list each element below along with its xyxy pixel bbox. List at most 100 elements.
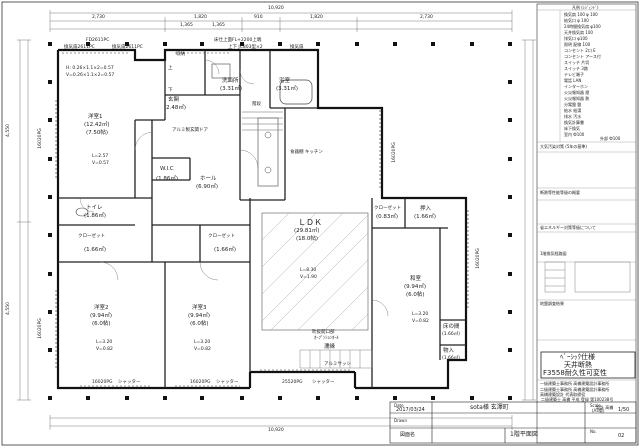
note-vent-spec1: H: 0.26×1.1×2=0.57 <box>66 66 114 71</box>
closet3-area: (0.83㎡) <box>376 214 399 220</box>
room3-L: L=3.20 <box>194 340 211 345</box>
project-name: sota様 玄澤町 <box>470 404 509 411</box>
window-label: アルミサッシ <box>324 362 351 367</box>
scale-paper: (A3版) <box>592 408 605 413</box>
note-window: FD2611PC <box>86 38 110 43</box>
wic-area: (1.86㎡) <box>156 176 179 182</box>
legend-row-3: 24時間換気扇 φ100 <box>564 24 601 29</box>
closet3-name: クローゼット <box>374 206 401 211</box>
drawing-title: 1階平面図 <box>510 431 538 438</box>
office-line4: 二級建築士 高橋 平成 登録 第100238号 <box>541 397 614 402</box>
hall-area: (6.90㎡) <box>196 184 219 190</box>
sash-bottom1: 25520PG <box>282 380 303 385</box>
tokonoma-name: 床の間 <box>443 324 460 330</box>
oshiire-name: 押入 <box>420 206 432 212</box>
bath-area: (3.31㎡) <box>276 86 299 92</box>
date-label: Date <box>394 403 404 408</box>
stair-note: 階段 <box>252 102 261 107</box>
dim-top-sub1: 1,365 <box>180 23 193 28</box>
ldk-V: V=1.90 <box>300 275 317 280</box>
note-fan: 換気扇 <box>290 45 304 50</box>
entrance-name: 玄関 <box>168 97 180 103</box>
legend-row-6: 照明 配線 100 <box>564 42 591 47</box>
dim-left-lower: 4,550 <box>5 302 11 315</box>
closet2-name: クローゼット <box>208 234 235 239</box>
legend-row-19: 換気計算書 <box>564 120 584 125</box>
engawa-name: 濡縁 <box>324 344 336 350</box>
room3-area: (9.94㎡) <box>188 313 211 319</box>
washitsu-area: (9.94㎡) <box>404 284 427 290</box>
room2-area: (9.94㎡) <box>90 313 113 319</box>
washitsu-V: V=0.82 <box>412 319 429 324</box>
note-vent1: 換気扇2611PC <box>64 45 95 50</box>
legend-row-16: 分電盤 盤 <box>564 102 582 107</box>
storage-area: (1.66㎡) <box>442 356 461 361</box>
note-store: 収納 <box>176 52 185 57</box>
closet2-area: (1.66㎡) <box>214 247 237 253</box>
stamp-line2: 天井断熱 <box>564 361 592 369</box>
sash-bottom2: 16020PG <box>92 380 113 385</box>
room1-V: V=0.57 <box>92 161 109 166</box>
sash-bottom3: 16020PG <box>190 380 211 385</box>
ldk-tatami: (18.0帖) <box>296 236 319 242</box>
legend-row-5: 排気口 φ100 <box>564 36 588 41</box>
stamp-line3: F3558耐久性可変性 <box>543 369 607 377</box>
scale-label: Scale <box>590 403 601 408</box>
toilet-area: (1.86㎡) <box>84 213 107 219</box>
toilet-name: トイレ <box>86 205 103 211</box>
sash-left1: 16020PG <box>37 128 43 149</box>
door-note: アルミ製玄関ドア <box>172 128 208 133</box>
date-value: 2017/03/24 <box>396 407 425 413</box>
drawn-label: Drawn <box>394 418 407 423</box>
room1-name: 洋室1 <box>88 114 103 120</box>
legend-row-20: 床下換気 <box>564 126 580 131</box>
bath-name: 浴室 <box>279 78 291 84</box>
room2-L: L=3.20 <box>96 340 113 345</box>
dim-left-upper: 4,550 <box>5 124 11 137</box>
legend-row-12: 電話 LAN <box>564 78 582 83</box>
storage-name: 物入 <box>443 348 455 354</box>
room2-V: V=0.82 <box>96 347 113 352</box>
room3-V: V=0.82 <box>194 347 211 352</box>
room1-L: L=2.57 <box>92 154 109 159</box>
room2-tatami: (6.0帖) <box>92 321 111 327</box>
closet1-area: (1.66㎡) <box>84 247 107 253</box>
legend-row-8: コンセント アース付 <box>564 54 601 59</box>
washitsu-tatami: (6.0帖) <box>406 292 425 298</box>
closet1-name: クローゼット <box>78 234 105 239</box>
sheet-value: 02 <box>618 433 625 439</box>
dim-overall-bottom: 10,920 <box>268 428 284 433</box>
sheet-label: No. <box>590 429 597 434</box>
office-line3: 高橋建築設計 代表取締役 <box>540 392 586 397</box>
room1-tatami: (7.50帖) <box>86 130 109 136</box>
legend-row-18: 排水 汚水 <box>564 114 582 119</box>
kitchen-note: 食器棚 キッチン <box>290 150 323 155</box>
note-vent-spec2: V=0.26×1.1×2=0.57 <box>66 73 115 78</box>
legend-row-10: スイッチ 3路 <box>564 66 588 71</box>
stamp-line1: ﾍﾞｰｼｯｸ仕様 <box>560 353 595 361</box>
office-line1: 一級建築士事務所 高橋建築設計事務所 <box>540 381 610 386</box>
sash-right2: 16020PG <box>391 142 397 163</box>
ldk-L: L=8.30 <box>300 268 317 273</box>
legend-row-9: スイッチ 片切 <box>564 60 590 65</box>
note-vent2: 換気扇2611PC <box>112 45 143 50</box>
title-label: 図面名 <box>400 432 416 438</box>
room2-name: 洋室2 <box>94 305 109 311</box>
oshiire-area: (1.66㎡) <box>414 214 437 220</box>
legend-section-5: 地盤調査結果 <box>540 301 564 306</box>
legend-row-15: 火災報知器 熱 <box>564 96 590 101</box>
dim-top-sub2: 1,365 <box>212 23 225 28</box>
tokonoma-area: (1.66㎡) <box>442 332 461 337</box>
legend-row-0: 凡例 (ﾚｼﾞｪﾝﾄﾞ) <box>572 5 599 10</box>
sash-right1: 16020PG <box>475 248 481 269</box>
note-down: 下 <box>168 88 173 93</box>
ldk-name: ＬＤＫ <box>298 218 322 227</box>
hall-name: ホール <box>200 176 217 182</box>
room3-tatami: (6.0帖) <box>190 321 209 327</box>
note-ceiling: 床仕上面FL+2200上端 <box>214 38 262 43</box>
legend-row-2: 給気口 φ 100 <box>564 18 589 23</box>
washitsu-name: 和室 <box>410 276 422 282</box>
room1-area: (12.42㎡) <box>84 122 110 128</box>
dim-top-right1: 910 <box>254 15 263 20</box>
